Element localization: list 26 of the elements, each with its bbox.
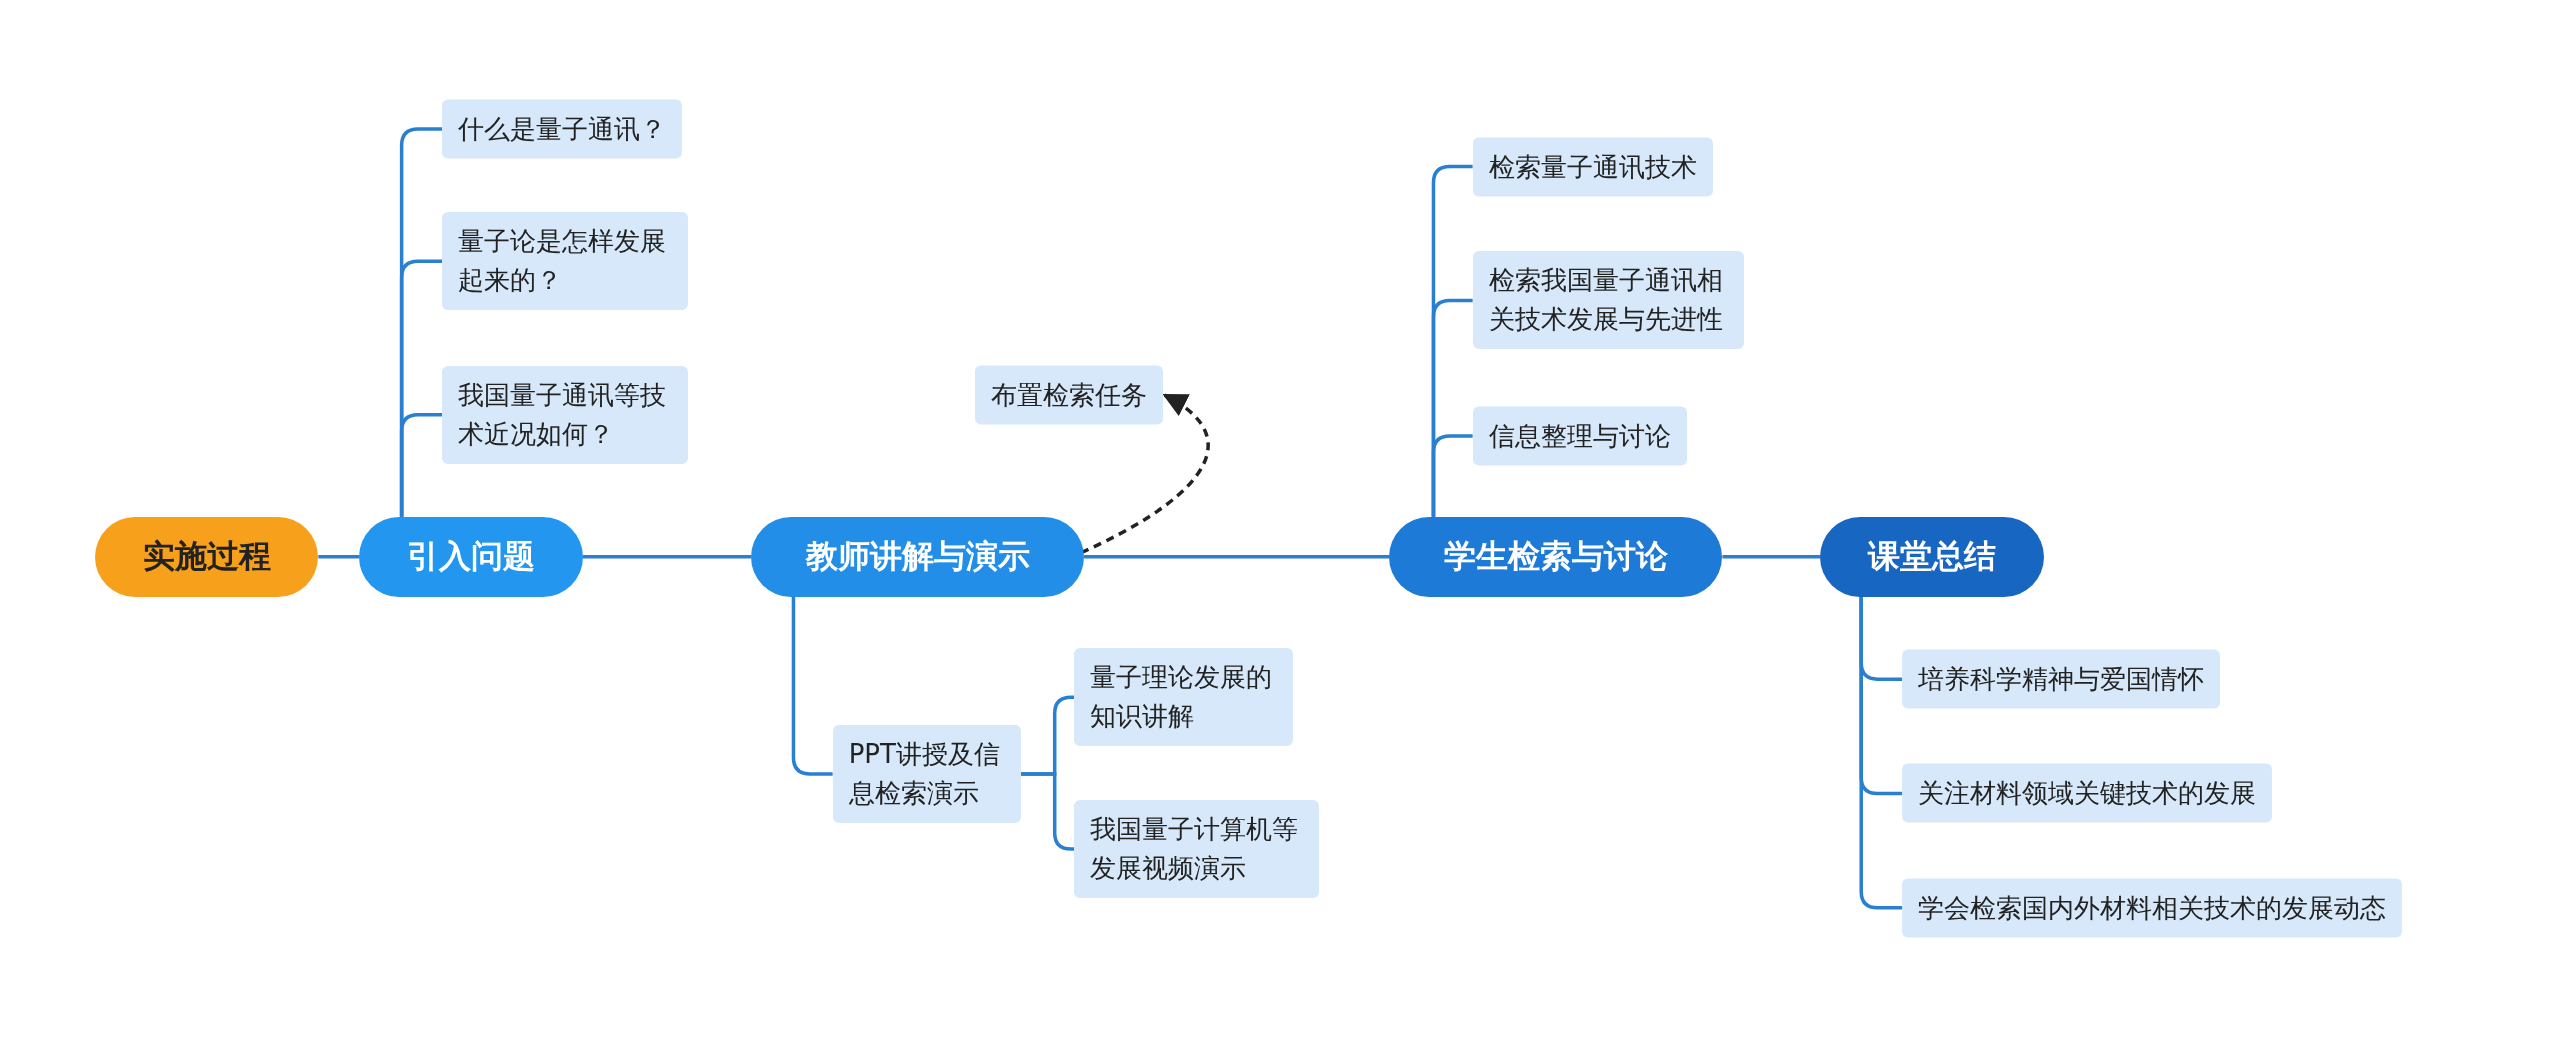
topic-pill: 实施过程: [94, 516, 319, 597]
subtopic-box: 学会检索国内外材料相关技术的发展动态: [1902, 878, 2403, 938]
subtopic-box: 我国量子计算机等发展视频演示: [1074, 799, 1320, 898]
subtopic-box: 检索量子通讯技术: [1472, 137, 1713, 196]
subtopic-box: 信息整理与讨论: [1472, 406, 1687, 466]
subtopic-box: 什么是量子通讯？: [442, 99, 683, 159]
subtopic-box: 布置检索任务: [974, 365, 1163, 425]
connector-line: [1722, 555, 1821, 559]
subtopic-box: 检索我国量子通讯相关技术发展与先进性: [1472, 251, 1744, 350]
connector-line: [399, 412, 443, 517]
topic-pill: 学生检索与讨论: [1389, 516, 1723, 597]
connector-line: [791, 596, 833, 776]
subtopic-box: 我国量子通讯等技术近况如何？: [442, 365, 688, 464]
connector-line: [582, 555, 751, 559]
subtopic-box: PPT讲授及信息检索演示: [832, 724, 1021, 823]
topic-pill: 课堂总结: [1820, 516, 2045, 597]
topic-pill: 引入问题: [359, 516, 583, 597]
subtopic-box: 关注材料领域关键技术的发展: [1902, 763, 2273, 823]
topic-pill: 教师讲解与演示: [751, 516, 1085, 597]
subtopic-box: 量子理论发展的知识讲解: [1074, 648, 1294, 747]
connector-line: [1859, 596, 1903, 910]
subtopic-box: 培养科学精神与爱国情怀: [1902, 649, 2221, 709]
subtopic-box: 量子论是怎样发展起来的？: [442, 212, 688, 311]
connector-line: [318, 555, 360, 559]
connector-line: [1431, 434, 1473, 517]
connector-line: [1084, 555, 1390, 559]
